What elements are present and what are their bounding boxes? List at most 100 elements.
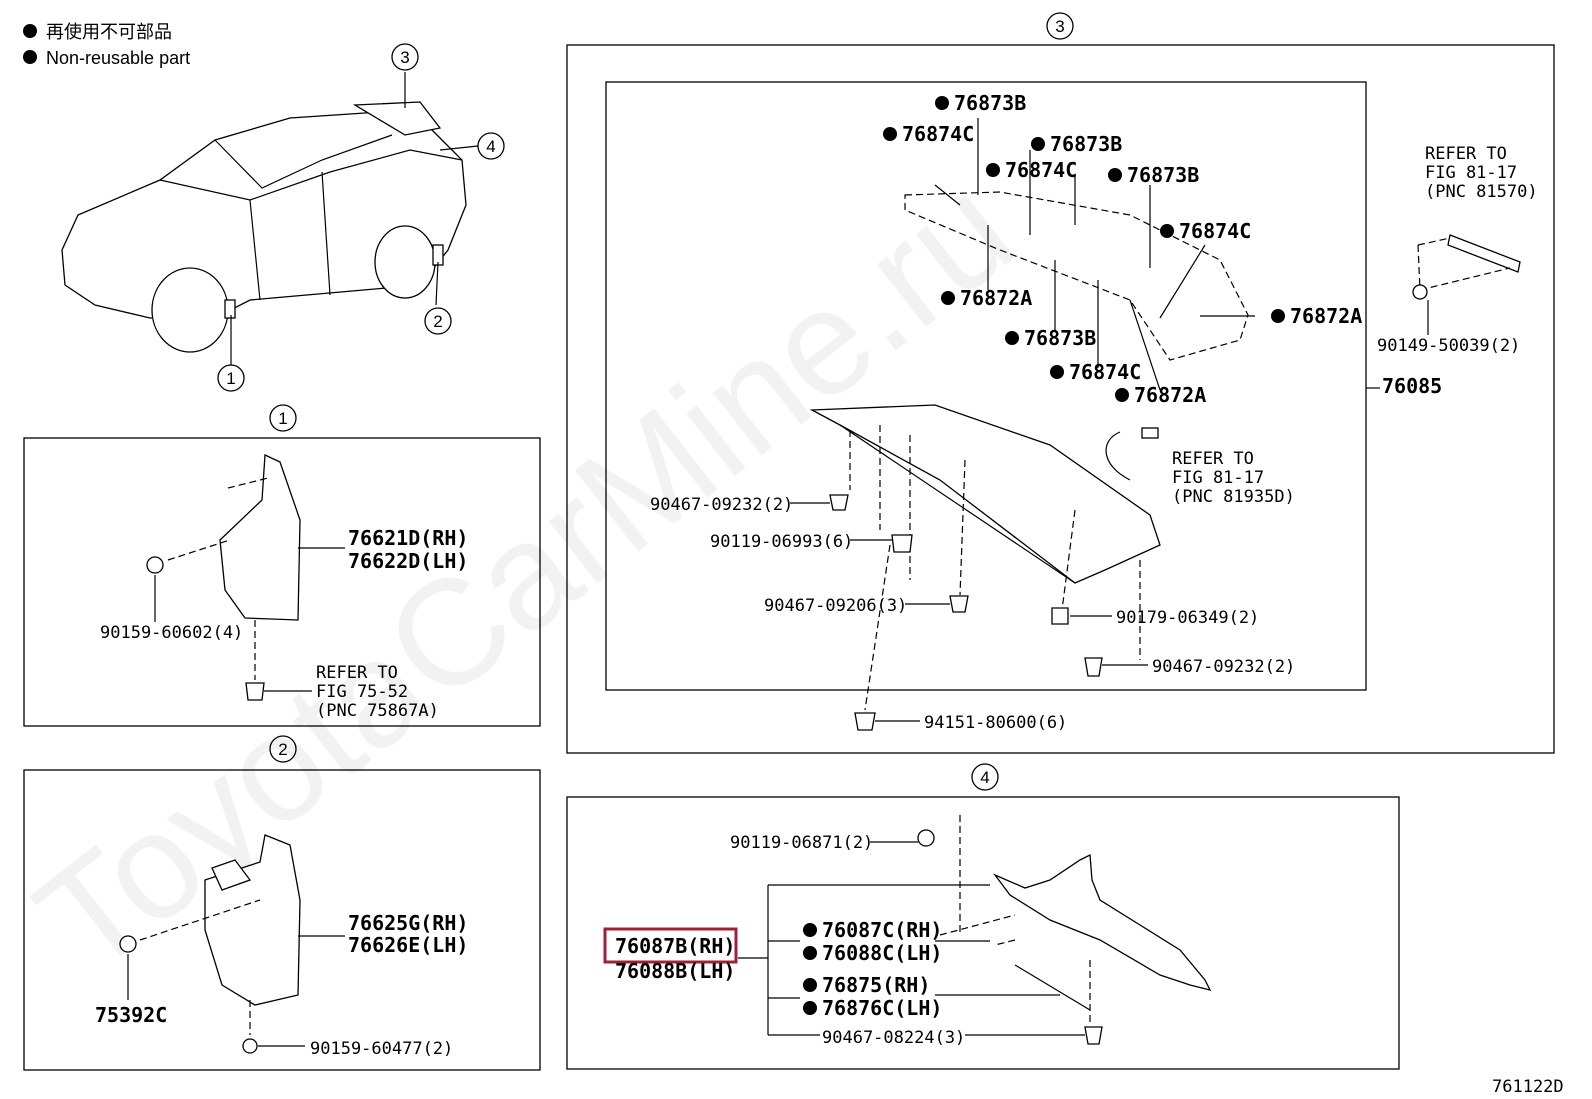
label-90467-08224: 90467-08224(3): [822, 1028, 965, 1048]
bolt-icon: [119, 935, 137, 953]
label-76626e: 76626E(LH): [348, 933, 468, 957]
legend-dot-icon: [23, 24, 37, 38]
label-fig: FIG 75-52: [316, 682, 408, 702]
section-3-callout: [1046, 12, 1074, 40]
tape-label-76874c: 76874C: [1069, 360, 1141, 384]
non-reusable-dot-icon: [1271, 309, 1285, 323]
vehicle-front-wheel: [151, 267, 229, 353]
label-76088b: 76088B(LH): [615, 959, 735, 983]
tape-label-76872a: 76872A: [960, 286, 1032, 310]
non-reusable-dot-icon: [803, 978, 817, 992]
label-pnc: (PNC 75867A): [316, 701, 439, 721]
vehicle-overview: 3 4 2 1: [61, 43, 505, 392]
nut-icon: [1051, 607, 1069, 625]
bracket-part: [211, 859, 252, 891]
section-2-frame: [23, 769, 541, 1071]
section-4: 4 90119-06871(2) 76087B(RH) 76088B(LH) 7…: [566, 763, 1400, 1070]
label-bracket-pnc: (PNC 81570): [1425, 182, 1538, 202]
figure-id: 761122D: [1492, 1077, 1564, 1097]
clip-icon: [949, 595, 969, 613]
non-reusable-dot-icon: [935, 96, 949, 110]
non-reusable-dot-icon: [1160, 224, 1174, 238]
label-90149-50039: 90149-50039(2): [1377, 336, 1520, 356]
section-2-callout: [269, 735, 297, 763]
label-90119-06871: 90119-06871(2): [730, 833, 873, 853]
tape-label-76872a: 76872A: [1134, 383, 1206, 407]
wire-harness: [1105, 431, 1131, 481]
vehicle-body: [61, 111, 467, 319]
highlight-box: [603, 927, 738, 964]
non-reusable-dot-icon: [986, 163, 1000, 177]
callout-2-number: 2: [433, 312, 442, 331]
callout-4-number: 4: [486, 137, 495, 156]
clip-icon: [245, 682, 265, 701]
label-76876c: 76876C(LH): [822, 996, 942, 1020]
legend-japanese: 再使用不可部品: [46, 22, 172, 42]
label-76087b: 76087B(RH): [615, 934, 735, 958]
section-2: 2 76625G(RH) 76626E(LH) 75392C 90159-604…: [23, 735, 541, 1071]
label-76088c: 76088C(LH): [822, 941, 942, 965]
label-90179-06349: 90179-06349(2): [1116, 608, 1259, 628]
non-reusable-dot-icon: [941, 291, 955, 305]
section-1-frame: [23, 437, 541, 727]
screw-icon: [1412, 284, 1428, 300]
section-3-number: 3: [1055, 17, 1064, 36]
vehicle-door-edge: [249, 199, 261, 301]
legend-dot-icon: [23, 50, 37, 64]
legend: 再使用不可部品 Non-reusable part: [23, 22, 190, 68]
non-reusable-dot-icon: [1050, 365, 1064, 379]
section-1-callout: [269, 404, 297, 432]
section-4-frame: [566, 796, 1400, 1070]
label-wire-fig: FIG 81-17: [1172, 468, 1264, 488]
clip-icon: [891, 534, 913, 553]
section-1-number: 1: [278, 409, 287, 428]
label-76621d: 76621D(RH): [348, 526, 468, 550]
label-75392c: 75392C: [95, 1003, 167, 1027]
tape-label-76873b: 76873B: [1050, 132, 1122, 156]
non-reusable-dot-icon: [803, 923, 817, 937]
callout-1-circle: [217, 364, 245, 392]
front-mudguard-part: [219, 454, 301, 621]
tape-label-76874c: 76874C: [902, 122, 974, 146]
label-90159-60477: 90159-60477(2): [310, 1039, 453, 1059]
vehicle-spoiler: [352, 101, 442, 136]
non-reusable-dot-icon: [1005, 331, 1019, 345]
tape-label-76873b: 76873B: [1024, 326, 1096, 350]
screw-icon: [242, 1038, 258, 1054]
label-90467-09232-b: 90467-09232(2): [1152, 657, 1295, 677]
non-reusable-dot-icon: [803, 1001, 817, 1015]
vehicle-door-edge: [321, 171, 331, 296]
vehicle-roofline: [214, 134, 393, 189]
tape-label-76872a: 76872A: [1290, 304, 1362, 328]
label-76622d: 76622D(LH): [348, 549, 468, 573]
vehicle-beltline: [159, 149, 463, 201]
non-reusable-dot-icon: [1108, 168, 1122, 182]
section-2-number: 2: [278, 740, 287, 759]
screw-icon: [146, 556, 164, 574]
label-76085: 76085: [1382, 374, 1442, 398]
non-reusable-dot-icon: [1115, 388, 1129, 402]
label-90119-06993: 90119-06993(6): [710, 532, 853, 552]
tape-label-76874c: 76874C: [1005, 158, 1077, 182]
vehicle-front-mudguard: [224, 299, 236, 319]
label-wire-refer: REFER TO: [1172, 449, 1254, 469]
screw-icon: [917, 829, 935, 847]
callout-1-number: 1: [226, 369, 235, 388]
rear-spoiler-part: [809, 404, 1161, 584]
label-90467-09232-a: 90467-09232(2): [650, 495, 793, 515]
label-bracket-fig: FIG 81-17: [1425, 163, 1517, 183]
clip-icon: [829, 494, 849, 511]
vehicle-rear-wheel: [374, 225, 436, 299]
section-1: 1 76621D(RH) 76622D(LH) 90159-60602(4) R…: [23, 404, 541, 727]
non-reusable-dot-icon: [883, 127, 897, 141]
clip-icon: [1084, 657, 1103, 677]
label-90159-60602: 90159-60602(4): [100, 623, 243, 643]
section-3-inner-frame: [605, 81, 1367, 691]
clip-icon: [1084, 1026, 1103, 1045]
section-4-number: 4: [980, 768, 989, 787]
label-refer: REFER TO: [316, 663, 398, 683]
section-3-outer-frame: [566, 44, 1555, 754]
connector-icon: [1141, 427, 1159, 439]
